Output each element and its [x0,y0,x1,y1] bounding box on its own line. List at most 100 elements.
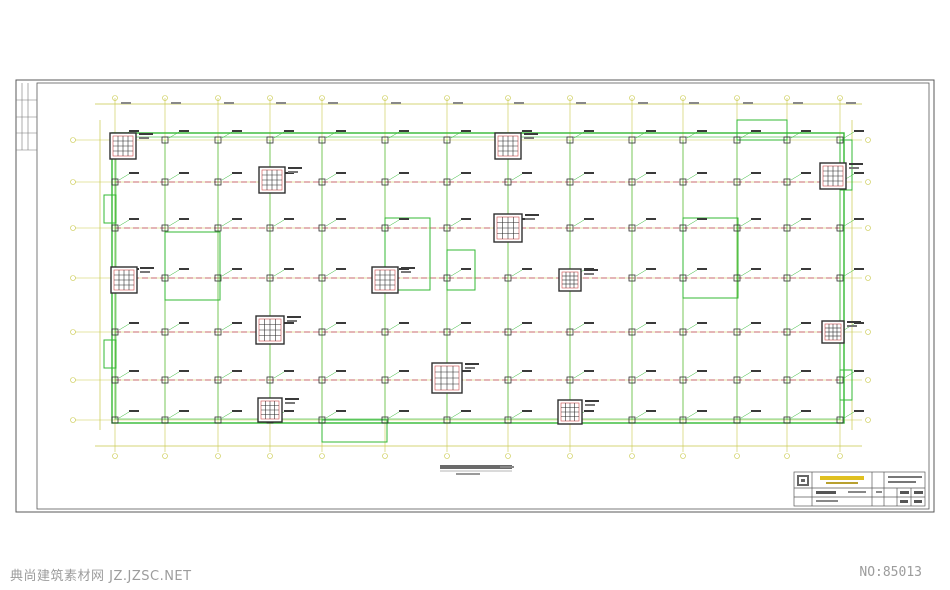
axis-bubble-bottom [267,453,273,459]
column-tag [584,130,594,132]
column-tag [697,322,707,324]
column-marker [504,178,512,186]
column-leader [573,323,585,331]
column-tag [646,130,656,132]
column-tag [584,370,594,372]
detail-note [139,133,153,135]
dimension-mark [638,102,648,104]
column-tag [336,130,346,132]
column-marker [214,376,222,384]
axis-bubble-left [70,225,76,231]
column-tag [584,218,594,220]
column-leader [168,371,180,379]
column-leader [635,411,647,419]
column-marker [504,328,512,336]
title-block-text-marks [816,476,923,503]
column-tag [284,130,294,132]
column-marker [318,376,326,384]
detail-note [524,133,538,135]
column-marker [318,274,326,282]
dimension-mark [328,102,338,104]
column-leader [686,269,698,277]
column-tag [646,410,656,412]
title-block-logo [797,475,809,486]
column-tag [232,218,242,220]
column-marker [161,328,169,336]
column-tag [461,130,471,132]
column-tag [522,172,532,174]
column-marker [836,136,844,144]
detail-note [849,167,859,169]
column-marker [161,136,169,144]
column-tag [336,322,346,324]
core-wall [446,249,476,291]
column-leader [573,173,585,181]
axis-bubble-bottom [734,453,740,459]
column-tag [584,322,594,324]
column-leader [450,131,462,139]
axis-bubble-top [382,95,388,101]
column-tag [179,268,189,270]
column-tag [801,370,811,372]
column-tag [801,322,811,324]
dimension-mark [514,102,524,104]
column-leader [740,371,752,379]
column-tag [522,370,532,372]
column-tag [179,218,189,220]
column-marker [381,178,389,186]
detail-note [465,367,475,369]
axis-bubble-top [680,95,686,101]
column-marker [318,328,326,336]
column-tag [129,130,139,132]
column-marker [566,224,574,232]
column-marker [111,328,119,336]
drawing-caption [440,465,514,475]
column-leader [635,323,647,331]
column-marker [111,376,119,384]
column-tag [522,410,532,412]
dimension-mark [793,102,803,104]
column-symbols [109,130,864,425]
column-marker [679,416,687,424]
dimension-mark [171,102,181,104]
column-tag [801,268,811,270]
column-leader [118,173,130,181]
watermark-number: NO:85013 [859,565,922,580]
column-tag [522,322,532,324]
axis-bubble-bottom [567,453,573,459]
column-leader [325,371,337,379]
axis-bubble-left [70,275,76,281]
column-leader [790,411,802,419]
column-marker [628,136,636,144]
column-tag [854,172,864,174]
column-tag [697,410,707,412]
dimension-mark [689,102,699,104]
axis-bubble-top [784,95,790,101]
column-tag [854,268,864,270]
column-marker [628,328,636,336]
detail-note [585,400,599,402]
axis-bubble-top [444,95,450,101]
axis-bubble-top [505,95,511,101]
column-marker [111,416,119,424]
column-marker [161,416,169,424]
column-marker [381,224,389,232]
column-leader [388,411,400,419]
axis-bubble-top [734,95,740,101]
detail-note [584,269,598,271]
column-tag [179,410,189,412]
column-leader [843,131,855,139]
column-tag [336,172,346,174]
core-wall [682,217,739,299]
detail-note [288,171,298,173]
column-tag [751,410,761,412]
column-tag [646,268,656,270]
detail-note [465,363,479,365]
column-marker [443,416,451,424]
column-leader [168,323,180,331]
column-marker [266,376,274,384]
column-leader [450,411,462,419]
dimension-mark [121,102,131,104]
axis-bubble-right [865,137,871,143]
column-marker [443,328,451,336]
